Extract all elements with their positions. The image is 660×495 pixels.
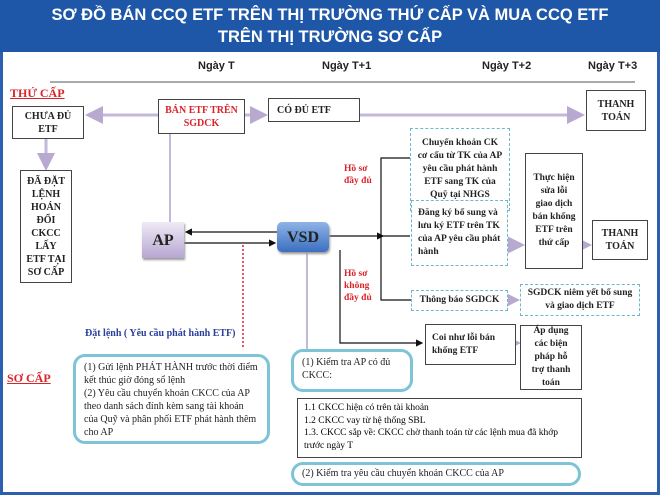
node-thanh-toan-1: THANH TOÁN	[586, 90, 646, 131]
node-chuyen-khoan: Chuyển khoản CK cơ cấu từ TK của AP yêu …	[410, 128, 510, 211]
label-ho-so-khong-day-du: Hồ sơ không đầy đủ	[344, 269, 372, 303]
check-2: (2) Kiểm tra yêu cầu chuyển khoản CKCC c…	[291, 462, 581, 486]
node-vsd: VSD	[277, 222, 329, 252]
detail-1-1: 1.1 CKCC hiện có trên tài khoản	[304, 403, 429, 413]
node-niem-yet: SGDCK niêm yết bổ sung và giao dịch ETF	[520, 284, 640, 316]
node-ap: AP	[142, 222, 184, 258]
title-line-1: SƠ ĐỒ BÁN CCQ ETF TRÊN THỊ TRƯỜNG THỨ CẤ…	[51, 6, 609, 24]
node-ap-dung: Áp dụng các biện pháp hỗ trợ thanh toán	[520, 325, 582, 390]
detail-1-3: 1.3. CKCC sắp về: CKCC chờ thanh toán từ…	[304, 428, 558, 451]
title-line-2: TRÊN THỊ TRƯỜNG SƠ CẤP	[217, 28, 443, 46]
primary-order-steps: (1) Gửi lệnh PHÁT HÀNH trước thời điểm k…	[73, 354, 270, 444]
section-secondary: THỨ CẤP	[10, 86, 65, 100]
node-thong-bao: Thông báo SGDCK	[411, 290, 508, 311]
day-label-t2: Ngày T+2	[482, 60, 532, 72]
section-primary: SƠ CẤP	[7, 371, 51, 385]
day-label-t: Ngày T	[198, 60, 235, 72]
step-1: (1) Gửi lệnh PHÁT HÀNH trước thời điểm k…	[84, 362, 258, 386]
node-coi-nhu: Coi như lỗi bán khống ETF	[425, 324, 516, 365]
node-dang-ky: Đăng ký bổ sung và lưu ký ETF trên TK củ…	[411, 200, 508, 266]
node-ban-etf: BÁN ETF TRÊN SGDCK	[158, 99, 245, 134]
node-thuc-hien: Thực hiện sửa lỗi giao dịch bán khống ET…	[525, 153, 583, 269]
check-1-details: 1.1 CKCC hiện có trên tài khoản 1.2 CKCC…	[297, 398, 582, 458]
diagram-title: SƠ ĐỒ BÁN CCQ ETF TRÊN THỊ TRƯỜNG THỨ CẤ…	[0, 0, 660, 52]
label-dat-lenh: Đặt lệnh ( Yêu cầu phát hành ETF)	[85, 328, 236, 339]
check-1: (1) Kiểm tra AP có đủ CKCC:	[291, 349, 413, 392]
label-ho-so-day-du: Hồ sơ đầy đủ	[344, 164, 372, 186]
diagram-frame	[0, 52, 660, 495]
step-2: (2) Yêu cầu chuyển khoản CKCC của AP the…	[84, 388, 257, 438]
node-thanh-toan-2: THANH TOÁN	[592, 220, 648, 260]
node-da-dat-lenh: ĐÃ ĐẶT LỆNH HOÁN ĐỔI CKCC LẤY ETF TẠI SƠ…	[20, 170, 72, 283]
day-label-t3: Ngày T+3	[588, 60, 638, 72]
node-chua-du-etf: CHƯA ĐỦ ETF	[12, 106, 84, 139]
node-co-du-etf: CÓ ĐỦ ETF	[268, 98, 360, 122]
day-label-t1: Ngày T+1	[322, 60, 372, 72]
detail-1-2: 1.2 CKCC vay từ hệ thống SBL	[304, 415, 426, 426]
